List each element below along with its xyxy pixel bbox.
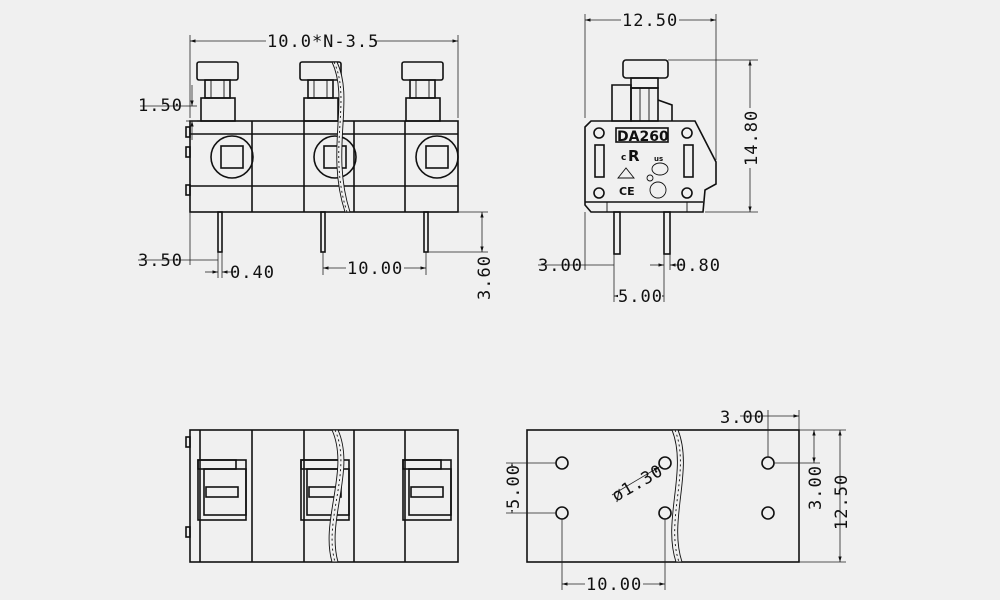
- side-height-label: 14.80: [742, 110, 762, 166]
- ul-icon: R: [628, 147, 640, 165]
- top-view-slots: [197, 459, 452, 521]
- front-levers: [196, 61, 444, 122]
- front-pitch-label: 10.00: [347, 259, 403, 279]
- front-pins: [217, 211, 429, 253]
- vde-icon: [617, 167, 635, 179]
- pcb-layout: 3.00 ø1.30 5.00 3.00 12.50 10.00: [502, 408, 852, 595]
- svg-text:c: c: [621, 153, 626, 163]
- model-label: DA260: [617, 129, 669, 145]
- side-pin-spacing-label: 5.00: [618, 287, 663, 307]
- front-pin-width-label: 0.40: [230, 263, 275, 283]
- pcb-hole-diameter-label: ø1.30: [609, 461, 668, 506]
- front-pin-length-label: 3.60: [475, 255, 495, 300]
- certification-logo: DA260 c R us CE: [615, 127, 669, 199]
- pcb-overall-height-label: 12.50: [832, 474, 852, 530]
- front-body: [185, 120, 459, 213]
- ccc-icon: [651, 162, 669, 176]
- front-top-height-label: 1.50: [138, 96, 183, 116]
- side-pin-width-label: 0.80: [676, 256, 721, 276]
- svg-text:us: us: [654, 155, 663, 163]
- tuv-icon: [649, 181, 667, 199]
- pcb-holes: [555, 456, 775, 520]
- pcb-right-vertical-label: 3.00: [806, 465, 826, 510]
- top-view: [185, 429, 459, 563]
- pcb-left-vertical-label: 5.00: [504, 464, 524, 509]
- front-width-label: 10.0*N-3.5: [267, 32, 379, 52]
- side-left-pin-label: 3.00: [538, 256, 583, 276]
- front-break-line: [331, 61, 351, 213]
- pcb-top-offset-label: 3.00: [720, 408, 765, 428]
- side-pin-left: [613, 211, 621, 255]
- front-pin-offset-label: 3.50: [138, 251, 183, 271]
- side-width-label: 12.50: [622, 11, 678, 31]
- svg-text:CE: CE: [619, 185, 635, 198]
- front-view: 10.0*N-3.5 1.50 3.50 0.40 10.00 3.60: [138, 31, 495, 300]
- side-view: DA260 c R us CE 12.50 14.80 3.00: [538, 10, 762, 307]
- side-pin-right: [663, 211, 671, 255]
- pcb-pitch-label: 10.00: [586, 575, 642, 595]
- side-housing: [584, 120, 717, 213]
- side-lever: [611, 59, 673, 122]
